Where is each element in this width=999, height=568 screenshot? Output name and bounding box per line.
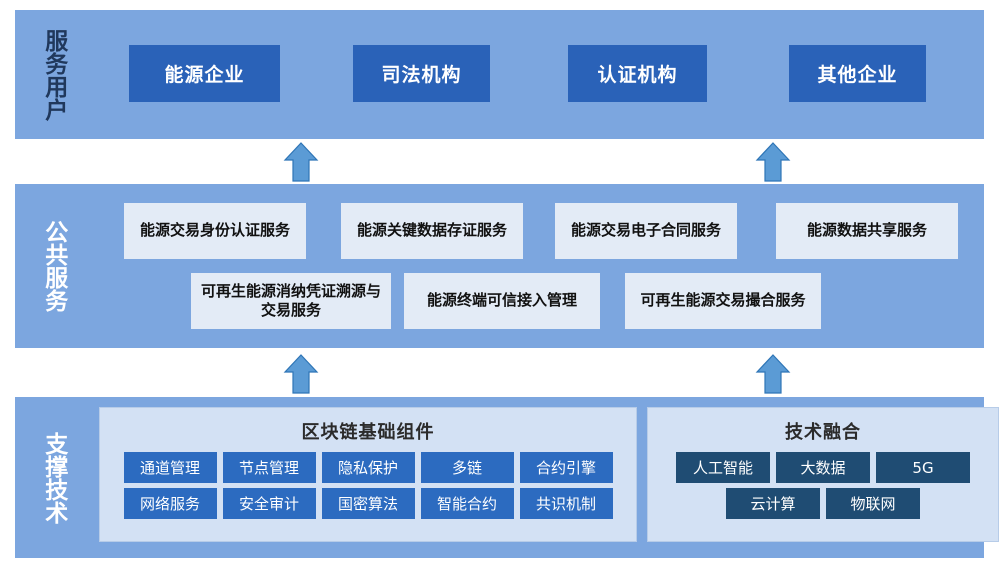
- user-box-label: 司法机构: [381, 64, 462, 86]
- tile-privacy-protection[interactable]: 隐私保护: [321, 452, 415, 483]
- tile-big-data[interactable]: 大数据: [776, 452, 870, 483]
- user-box-label: 能源企业: [164, 64, 245, 86]
- service-box-label: 可再生能源消纳凭证溯源与交易服务: [200, 281, 381, 320]
- tile-node-management[interactable]: 节点管理: [222, 452, 316, 483]
- tile-channel-management[interactable]: 通道管理: [123, 452, 217, 483]
- arrow-services-to-users-right: [755, 142, 791, 182]
- tile-contract-engine[interactable]: 合约引擎: [519, 452, 613, 483]
- fusion-tile-row-1: 人工智能 大数据 5G: [676, 452, 970, 483]
- tile-cloud-computing[interactable]: 云计算: [726, 488, 820, 519]
- tile-artificial-intelligence[interactable]: 人工智能: [676, 452, 770, 483]
- band-public-services: 公共服务 能源交易身份认证服务 能源关键数据存证服务 能源交易电子合同服务 能源…: [15, 184, 984, 348]
- user-box-judicial-agency[interactable]: 司法机构: [353, 45, 490, 102]
- service-box-label: 可再生能源交易撮合服务: [640, 291, 806, 310]
- service-box-label: 能源关键数据存证服务: [356, 221, 507, 240]
- service-box-electronic-contract[interactable]: 能源交易电子合同服务: [555, 203, 737, 259]
- band-label-service-users: 服务用户: [40, 28, 67, 121]
- service-box-key-data-notarization[interactable]: 能源关键数据存证服务: [341, 203, 523, 259]
- tile-5g[interactable]: 5G: [876, 452, 970, 483]
- tile-security-audit[interactable]: 安全审计: [222, 488, 316, 519]
- blockchain-tile-row-1: 通道管理 节点管理 隐私保护 多链 合约引擎: [123, 452, 613, 483]
- tile-smart-contract[interactable]: 智能合约: [420, 488, 514, 519]
- blockchain-tile-grid: 通道管理 节点管理 隐私保护 多链 合约引擎 网络服务 安全审计 国密算法 智能…: [100, 452, 636, 519]
- service-box-data-sharing[interactable]: 能源数据共享服务: [776, 203, 958, 259]
- service-box-label: 能源交易身份认证服务: [139, 221, 290, 240]
- arrow-services-to-users-left: [283, 142, 319, 182]
- tile-network-service[interactable]: 网络服务: [123, 488, 217, 519]
- user-box-energy-enterprise[interactable]: 能源企业: [129, 45, 280, 102]
- service-box-identity-authentication[interactable]: 能源交易身份认证服务: [124, 203, 306, 259]
- service-box-terminal-trusted-access[interactable]: 能源终端可信接入管理: [404, 273, 600, 329]
- arrow-tech-to-services-left: [283, 354, 319, 394]
- tile-consensus-mechanism[interactable]: 共识机制: [519, 488, 613, 519]
- user-box-label: 认证机构: [597, 64, 678, 86]
- band-label-support-technology: 支撑技术: [40, 431, 67, 524]
- service-box-label: 能源交易电子合同服务: [570, 221, 721, 240]
- band-service-users: 服务用户 能源企业 司法机构 认证机构 其他企业: [15, 10, 984, 139]
- service-box-label: 能源数据共享服务: [806, 221, 927, 240]
- blockchain-tile-row-2: 网络服务 安全审计 国密算法 智能合约 共识机制: [123, 488, 613, 519]
- panel-title-blockchain: 区块链基础组件: [301, 422, 435, 443]
- service-box-renewable-certificate-tracing[interactable]: 可再生能源消纳凭证溯源与交易服务: [191, 273, 391, 329]
- user-box-certification-agency[interactable]: 认证机构: [568, 45, 707, 102]
- user-box-other-enterprise[interactable]: 其他企业: [789, 45, 926, 102]
- panel-technology-fusion: 技术融合 人工智能 大数据 5G 云计算 物联网: [647, 407, 999, 542]
- band-body-support-technology: 区块链基础组件 通道管理 节点管理 隐私保护 多链 合约引擎 网络服务 安全审计…: [91, 397, 999, 558]
- band-label-public-services: 公共服务: [40, 220, 67, 312]
- tile-internet-of-things[interactable]: 物联网: [826, 488, 920, 519]
- fusion-tile-grid: 人工智能 大数据 5G 云计算 物联网: [648, 452, 998, 519]
- band-body-service-users: 能源企业 司法机构 认证机构 其他企业: [91, 10, 984, 139]
- service-box-label: 能源终端可信接入管理: [426, 291, 577, 310]
- service-box-renewable-trade-matching[interactable]: 可再生能源交易撮合服务: [625, 273, 821, 329]
- panel-title-fusion: 技术融合: [785, 422, 861, 443]
- band-body-public-services: 能源交易身份认证服务 能源关键数据存证服务 能源交易电子合同服务 能源数据共享服…: [91, 184, 984, 348]
- tile-multi-chain[interactable]: 多链: [420, 452, 514, 483]
- tile-national-crypto-algorithm[interactable]: 国密算法: [321, 488, 415, 519]
- panel-blockchain-components: 区块链基础组件 通道管理 节点管理 隐私保护 多链 合约引擎 网络服务 安全审计…: [99, 407, 637, 542]
- arrow-tech-to-services-right: [755, 354, 791, 394]
- fusion-tile-row-2: 云计算 物联网: [726, 488, 920, 519]
- user-box-label: 其他企业: [817, 64, 898, 86]
- band-support-technology: 支撑技术 区块链基础组件 通道管理 节点管理 隐私保护 多链 合约引擎 网络服务…: [15, 397, 999, 558]
